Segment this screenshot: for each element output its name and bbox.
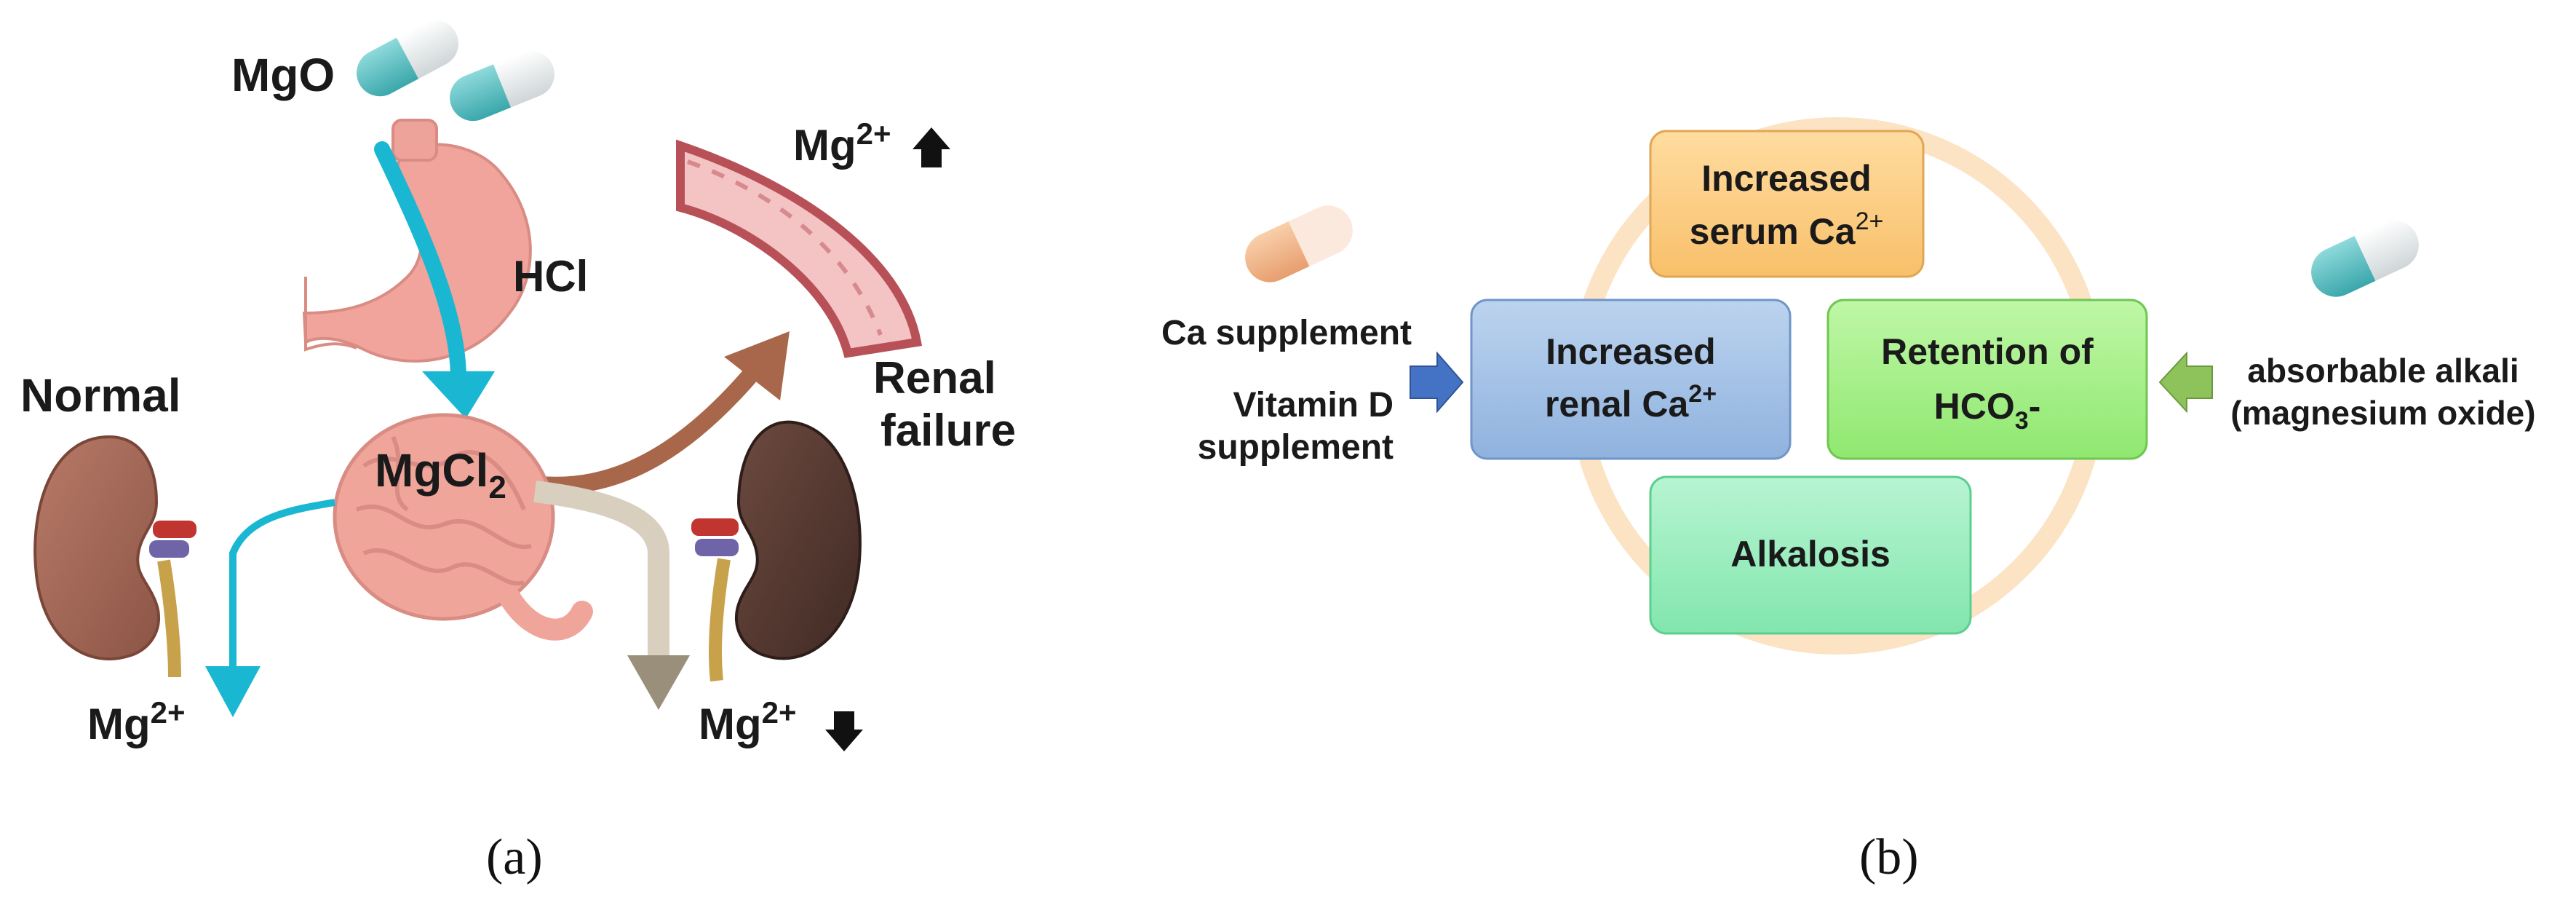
label-vitamin-d-supplement: supplement	[1198, 428, 1394, 467]
panel-a: MgO HCl Mg2+ Renal failure	[20, 20, 1016, 885]
svg-text:Alkalosis: Alkalosis	[1730, 534, 1891, 574]
label-mg-top: Mg2+	[793, 116, 891, 170]
intestine-icon	[333, 413, 593, 641]
svg-text:Increased: Increased	[1701, 158, 1871, 199]
blue-arrow-icon	[1410, 351, 1464, 414]
box-increased-renal-ca: Increased renal Ca2+	[1470, 299, 1792, 460]
box-retention-hco3: Retention of HCO3-	[1826, 299, 2148, 460]
svg-text:serum Ca2+: serum Ca2+	[1690, 208, 1884, 252]
label-hcl: HCl	[513, 252, 588, 301]
caption-b: (b)	[1859, 829, 1919, 885]
label-vitamin-d: Vitamin D	[1233, 386, 1394, 424]
box-increased-serum-ca: Increased serum Ca2+	[1649, 130, 1925, 278]
svg-text:HCO3-: HCO3-	[1934, 386, 2041, 435]
label-ca-supplement: Ca supplement	[1161, 314, 1412, 352]
label-mgcl2: MgCl2	[375, 444, 506, 505]
capsule-icon	[357, 20, 458, 97]
label-normal: Normal	[20, 369, 181, 422]
arrow-to-normal-mg	[205, 499, 335, 717]
arrow-up-icon	[913, 127, 950, 167]
svg-text:renal Ca2+: renal Ca2+	[1545, 380, 1717, 424]
normal-kidney-icon	[33, 435, 196, 678]
stomach-icon	[302, 119, 532, 363]
label-mg-right: Mg2+	[699, 695, 797, 748]
capsule-icon	[1245, 205, 1353, 282]
svg-text:Increased: Increased	[1546, 331, 1715, 372]
svg-text:Retention of: Retention of	[1881, 331, 2094, 372]
blood-vessel-icon	[676, 139, 923, 358]
capsule-icon	[2311, 220, 2419, 297]
arrow-down-icon	[825, 711, 863, 751]
failing-kidney-icon	[691, 420, 862, 681]
green-arrow-icon	[2158, 351, 2213, 414]
label-mgo: MgO	[231, 49, 335, 101]
panel-b: Increased serum Ca2+ Increased renal Ca2…	[1161, 117, 2536, 885]
arrow-to-failure-mg	[533, 481, 690, 710]
label-mg-left: Mg2+	[87, 695, 186, 748]
label-magnesium-oxide: (magnesium oxide)	[2230, 394, 2535, 432]
box-alkalosis: Alkalosis	[1649, 475, 1972, 635]
label-failure: failure	[880, 406, 1016, 456]
caption-a: (a)	[486, 829, 543, 885]
label-renal: Renal	[873, 353, 996, 403]
arrow-intestine-to-vessel	[526, 331, 790, 494]
arrow-mgo-to-intestine	[374, 141, 495, 419]
label-absorbable-alkali: absorbable alkali	[2247, 352, 2519, 390]
capsule-icon	[450, 50, 554, 122]
